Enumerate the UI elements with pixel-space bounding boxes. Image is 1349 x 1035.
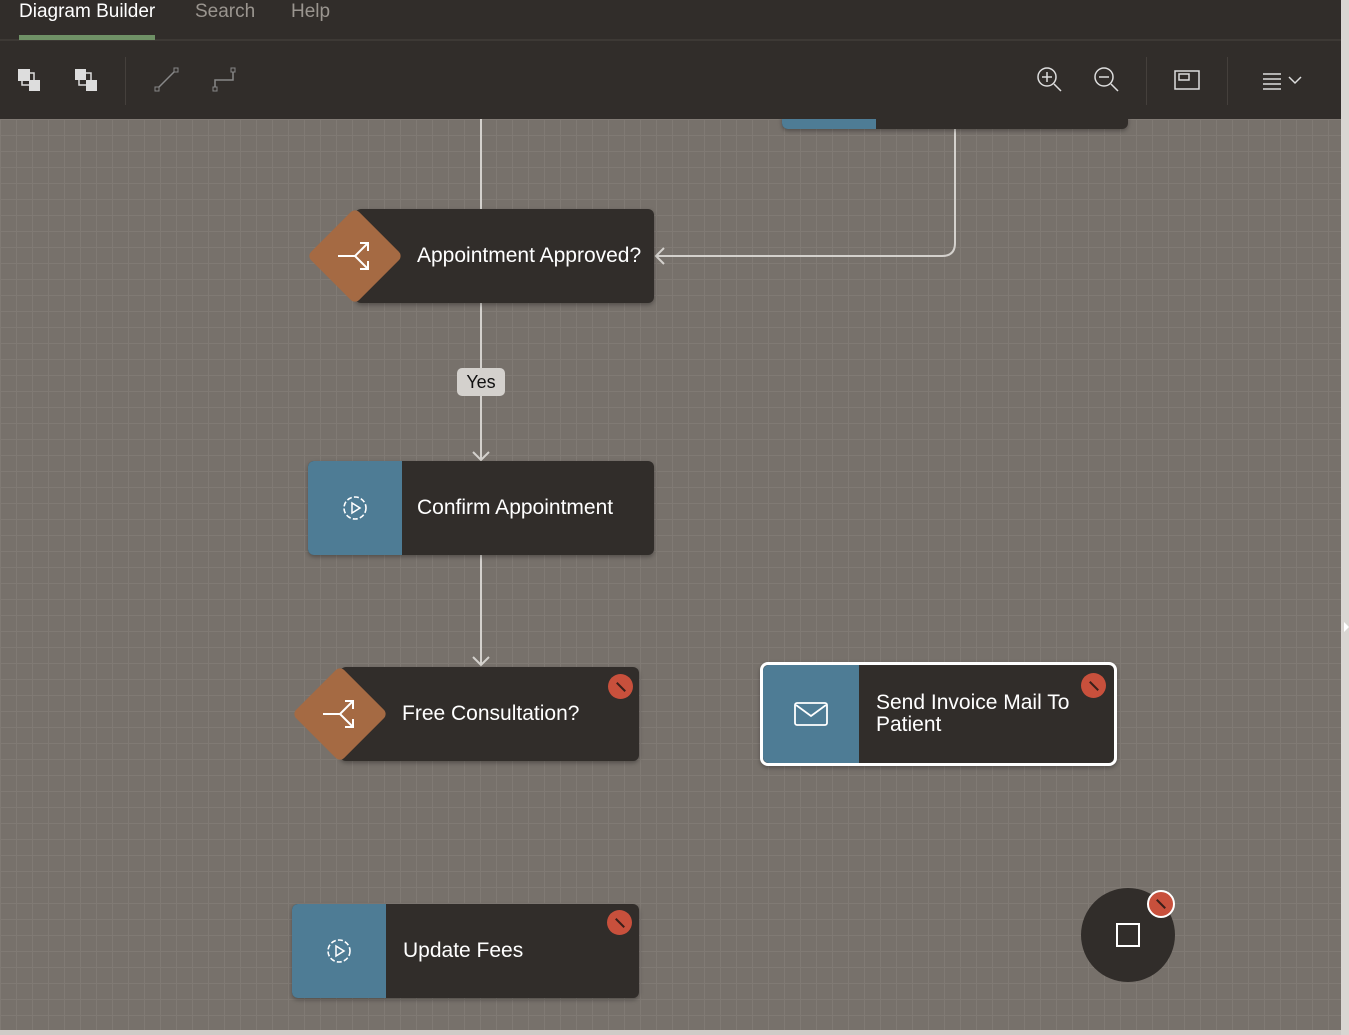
menu-icon bbox=[1263, 73, 1302, 90]
arrow-head bbox=[472, 656, 490, 667]
error-badge-icon[interactable] bbox=[1081, 673, 1106, 698]
error-badge-icon[interactable] bbox=[607, 910, 632, 935]
toolbar-separator bbox=[125, 57, 126, 105]
straight-connector-icon bbox=[154, 67, 179, 92]
elbow-connector-button[interactable] bbox=[206, 63, 240, 97]
bring-to-front-button[interactable] bbox=[12, 63, 46, 97]
task-icon-area bbox=[308, 461, 402, 555]
split-icon bbox=[338, 242, 369, 270]
task-node-confirm-appointment[interactable]: Confirm Appointment bbox=[308, 461, 654, 555]
send-to-back-button[interactable] bbox=[69, 63, 103, 97]
gateway-node-appointment-approved[interactable]: Appointment Approved? bbox=[355, 209, 654, 303]
node-label: Send Invoice Mail To Patient bbox=[876, 691, 1070, 736]
toolbar bbox=[0, 43, 1341, 119]
arrow-head bbox=[654, 247, 665, 265]
tab-bar: Diagram Builder Search Help bbox=[0, 0, 1341, 41]
node-label: Appointment Approved? bbox=[417, 244, 642, 267]
send-to-back-icon bbox=[75, 69, 97, 91]
elbow-connector-icon bbox=[212, 67, 236, 92]
node-label: Free Consultation? bbox=[402, 702, 580, 725]
connector bbox=[656, 129, 956, 257]
edge-label-yes: Yes bbox=[457, 368, 505, 396]
expand-arrow-icon[interactable] bbox=[1344, 622, 1349, 632]
toolbar-separator bbox=[1146, 57, 1147, 105]
menu-button[interactable] bbox=[1258, 63, 1308, 97]
zoom-in-icon bbox=[1037, 67, 1062, 92]
bring-to-front-icon bbox=[18, 69, 40, 91]
straight-connector-button[interactable] bbox=[149, 63, 183, 97]
toolbar-separator bbox=[1227, 57, 1228, 105]
stop-icon bbox=[1116, 923, 1140, 947]
gateway-node-free-consultation[interactable]: Free Consultation? bbox=[340, 667, 639, 761]
error-badge-icon[interactable] bbox=[608, 674, 633, 699]
overview-icon bbox=[1174, 70, 1200, 90]
task-node-update-fees[interactable]: Update Fees bbox=[292, 904, 639, 998]
service-task-gear-icon bbox=[343, 496, 367, 520]
split-icon bbox=[323, 700, 354, 728]
service-task-gear-icon bbox=[327, 939, 351, 963]
arrow-head bbox=[472, 451, 490, 462]
zoom-out-icon bbox=[1094, 67, 1119, 92]
tab-search[interactable]: Search bbox=[195, 1, 256, 22]
tab-help[interactable]: Help bbox=[291, 1, 331, 22]
overview-button[interactable] bbox=[1170, 63, 1204, 97]
task-icon-area bbox=[292, 904, 386, 998]
mail-icon bbox=[794, 702, 828, 726]
node-label: Confirm Appointment bbox=[417, 496, 614, 519]
zoom-in-button[interactable] bbox=[1033, 63, 1067, 97]
side-panel-handle[interactable] bbox=[1341, 0, 1349, 1035]
task-node-send-invoice-selected[interactable]: Send Invoice Mail To Patient bbox=[760, 662, 1117, 766]
tab-diagram-builder[interactable]: Diagram Builder bbox=[19, 1, 156, 40]
diagram-canvas[interactable]: Appointment Approved? Yes Confirm Appoin… bbox=[0, 119, 1341, 1030]
horizontal-scrollbar[interactable] bbox=[0, 1030, 1341, 1035]
task-icon-area bbox=[763, 665, 859, 763]
zoom-out-button[interactable] bbox=[1090, 63, 1124, 97]
node-label: Update Fees bbox=[403, 939, 524, 962]
error-badge-icon[interactable] bbox=[1147, 890, 1175, 918]
partial-task-node[interactable] bbox=[782, 119, 1128, 129]
